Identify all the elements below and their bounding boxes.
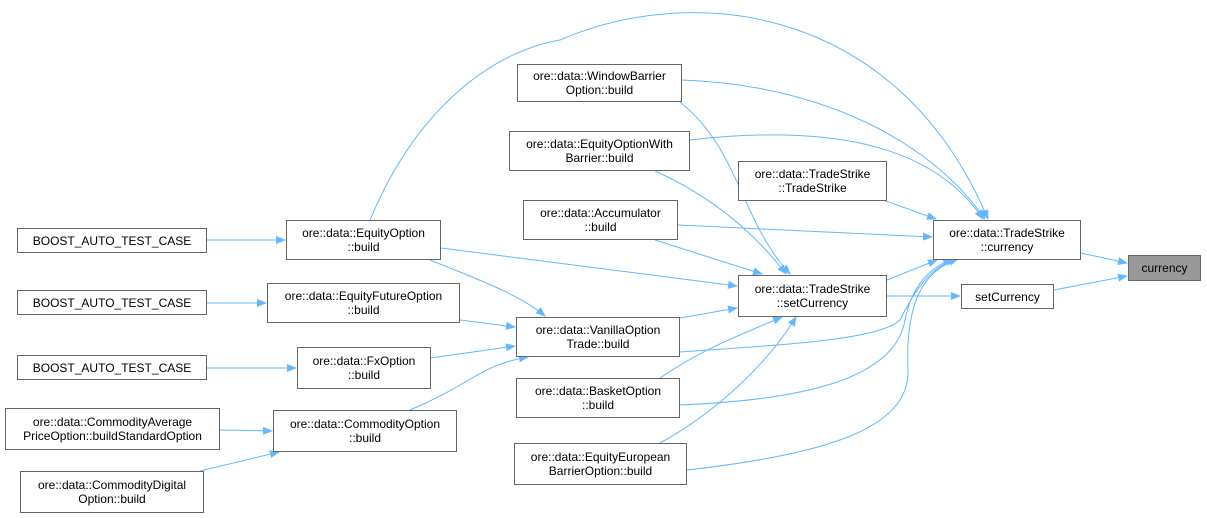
node-label: currency: [1141, 261, 1188, 275]
node-label: ore::data::CommodityOption: [289, 417, 441, 431]
node-label: BOOST_AUTO_TEST_CASE: [32, 360, 192, 375]
edge-accumulator-tscurrency: [677, 224, 933, 241]
node-label: ::build: [347, 303, 380, 317]
node-commodityoption-build[interactable]: ore::data::CommodityOption::build: [273, 410, 457, 452]
edge-eqoption-tssetcurrency: [440, 247, 738, 289]
node-label: ore::data::FxOption: [312, 354, 416, 368]
node-equityfutureoption-build[interactable]: ore::data::EquityFutureOption::build: [267, 283, 460, 323]
node-tradestrike-setcurrency[interactable]: ore::data::TradeStrike::setCurrency: [738, 275, 887, 317]
node-label: ore::data::EquityFutureOption: [284, 289, 443, 303]
node-label: Option::build: [78, 492, 146, 506]
node-tradestrike-tradestrike[interactable]: ore::data::TradeStrike::TradeStrike: [738, 161, 887, 201]
edge-eqoptbarrier-tscurrency: [689, 134, 984, 220]
node-label: ::build: [347, 240, 380, 254]
edge-vanilla-tscurrency: [679, 258, 956, 353]
node-setcurrency[interactable]: setCurrency: [961, 284, 1054, 309]
node-boost-test-case-1[interactable]: BOOST_AUTO_TEST_CASE: [17, 228, 207, 253]
edge-windowbarrier-tscurrency: [681, 79, 986, 220]
node-label: ore::data::CommodityDigital: [37, 478, 187, 492]
edge-eqoption-vanilla: [429, 259, 546, 317]
edge-eqeuropean-tssetcurrency: [659, 316, 797, 444]
node-tradestrike-currency[interactable]: ore::data::TradeStrike::currency: [933, 220, 1081, 260]
node-label: ore::data::CommodityAverage: [32, 415, 193, 429]
edge-vanilla-tssetcurrency: [679, 305, 738, 319]
node-label: ore::data::EquityOptionWith: [526, 137, 673, 151]
node-label: ore::data::Accumulator: [540, 206, 661, 220]
edge-accumulator-tssetcurrency: [654, 239, 763, 276]
node-label: ::setCurrency: [776, 296, 849, 310]
node-basketoption-build[interactable]: ore::data::BasketOption::build: [516, 378, 680, 418]
edge-basket-tssetcurrency: [659, 316, 783, 379]
node-label: setCurrency: [975, 289, 1040, 304]
edge-commdigital-commoption: [199, 450, 280, 472]
node-accumulator-build[interactable]: ore::data::Accumulator::build: [523, 200, 678, 240]
node-label: ore::data::BasketOption: [534, 384, 662, 398]
edge-tssetcurrency-tscurrency: [886, 259, 938, 281]
node-label: ::currency: [980, 240, 1034, 254]
edge-tscurrency-currency: [1080, 252, 1128, 265]
node-label: ore::data::TradeStrike: [754, 282, 871, 296]
edge-basket-tscurrency: [679, 258, 953, 406]
node-label: ore::data::WindowBarrier: [533, 69, 666, 83]
edge-commavg-commoption: [219, 426, 273, 435]
node-label: BOOST_AUTO_TEST_CASE: [32, 295, 192, 310]
edge-fxoption-vanilla: [430, 343, 516, 359]
node-currency[interactable]: currency: [1128, 255, 1201, 281]
node-label: ::TradeStrike: [778, 181, 847, 195]
node-label: ore::data::EquityOption: [302, 226, 425, 240]
node-label: BarrierOption::build: [548, 464, 653, 478]
node-boost-test-case-3[interactable]: BOOST_AUTO_TEST_CASE: [17, 355, 207, 380]
edge-eqoption-tscurrency: [369, 12, 989, 221]
node-label: Barrier::build: [565, 151, 634, 165]
node-label: ore::data::TradeStrike: [949, 226, 1065, 240]
node-equityoption-build[interactable]: ore::data::EquityOption::build: [286, 220, 441, 260]
node-label: Trade::build: [566, 337, 630, 351]
node-label: PriceOption::buildStandardOption: [23, 429, 202, 443]
node-label: ore::data::TradeStrike: [754, 167, 871, 181]
edge-commoption-vanilla: [409, 354, 529, 411]
edge-eqeuropean-tscurrency: [686, 258, 959, 471]
node-label: ::build: [584, 220, 617, 234]
edge-tstradestrike-tscurrency: [882, 199, 937, 220]
edge-eqfuture-vanilla: [459, 319, 516, 330]
node-label: ::build: [348, 431, 382, 445]
node-label: ::build: [347, 368, 381, 382]
node-label: BOOST_AUTO_TEST_CASE: [32, 233, 192, 248]
node-label: Option::build: [565, 83, 634, 97]
node-boost-test-case-2[interactable]: BOOST_AUTO_TEST_CASE: [17, 290, 207, 315]
node-label: ore::data::VanillaOption: [535, 323, 661, 337]
edge-setcurrency-currency: [1053, 273, 1128, 291]
node-label: ore::data::EquityEuropean: [530, 450, 671, 464]
edge-eqoptbarrier-tssetcurrency: [654, 170, 787, 275]
node-fxoption-build[interactable]: ore::data::FxOption::build: [297, 347, 431, 389]
node-label: ::build: [581, 398, 615, 412]
